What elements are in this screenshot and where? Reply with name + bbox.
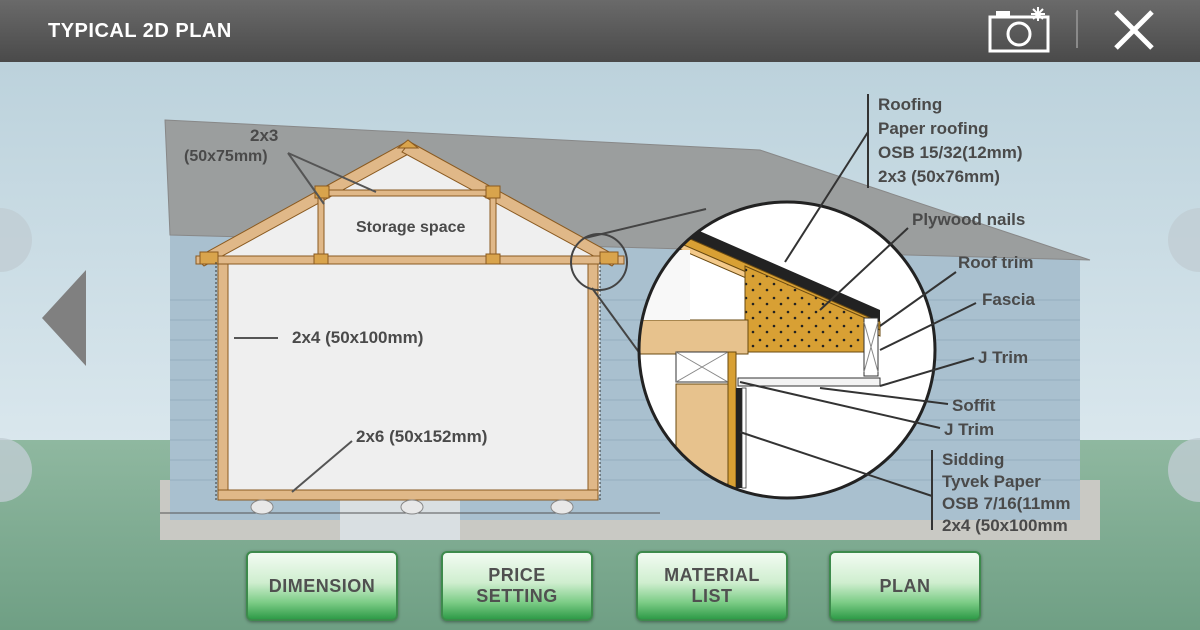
dimension-button[interactable]: DIMENSION: [246, 551, 398, 621]
top-bar: TYPICAL 2D PLAN: [0, 0, 1200, 62]
label-floor-joist: 2x6 (50x152mm): [356, 427, 488, 446]
material-list-line-1: MATERIAL: [664, 565, 760, 585]
label-paper-roofing: Paper roofing: [878, 119, 989, 138]
label-osb-roof: OSB 15/32(12mm): [878, 143, 1023, 162]
label-j-trim-top: J Trim: [978, 348, 1029, 367]
label-roof-trim: Roof trim: [958, 253, 1034, 272]
label-tyvek: Tyvek Paper: [942, 472, 1041, 491]
close-icon[interactable]: [1112, 8, 1156, 52]
material-list-line-2: LIST: [691, 586, 733, 606]
label-storage-space: Storage space: [356, 219, 466, 236]
material-list-button[interactable]: MATERIAL LIST: [636, 551, 788, 621]
label-wall-stud-size: 2x4 (50x100mm: [942, 516, 1068, 535]
plan-button[interactable]: PLAN: [829, 551, 981, 621]
label-plywood-nails: Plywood nails: [912, 210, 1026, 229]
price-setting-button[interactable]: PRICE SETTING: [441, 551, 593, 621]
dimension-button-label: DIMENSION: [268, 575, 376, 596]
label-fascia: Fascia: [982, 290, 1035, 309]
label-roofing: Roofing: [878, 95, 943, 114]
page-title: TYPICAL 2D PLAN: [48, 20, 232, 42]
label-roof-rafter: 2x3 (50x76mm): [878, 167, 1000, 186]
label-2x3: 2x3: [250, 126, 279, 145]
price-setting-line-1: PRICE: [488, 565, 546, 585]
label-soffit: Soffit: [952, 396, 996, 415]
price-setting-line-2: SETTING: [476, 586, 558, 606]
toolbar-divider: [1076, 10, 1078, 48]
plan-button-label: PLAN: [879, 575, 931, 596]
label-j-trim-bottom: J Trim: [944, 420, 995, 439]
camera-icon[interactable]: [988, 7, 1052, 53]
label-osb-wall: OSB 7/16(11mm: [942, 494, 1071, 513]
price-setting-button-label: PRICE SETTING: [476, 565, 558, 607]
label-siding: Sidding: [942, 450, 1005, 469]
arrow-left-icon[interactable]: [40, 268, 88, 368]
label-2x3-size: (50x75mm): [184, 148, 268, 165]
material-list-button-label: MATERIAL LIST: [664, 565, 760, 607]
label-roof-layers: Roofing Paper roofing OSB 15/32(12mm) 2x…: [878, 93, 1023, 189]
label-wall-layers: Sidding Tyvek Paper OSB 7/16(11mm 2x4 (5…: [942, 449, 1200, 537]
label-wall-stud: 2x4 (50x100mm): [292, 328, 424, 347]
